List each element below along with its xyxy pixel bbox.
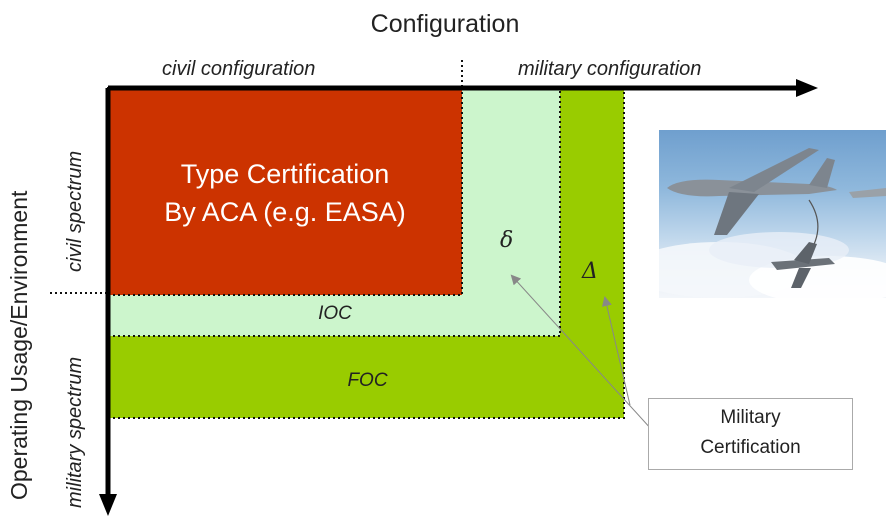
foc-label: FOC xyxy=(347,370,388,391)
military-spectrum-label: military spectrum xyxy=(64,356,86,508)
type-certification-region xyxy=(108,88,462,295)
type-certification-border xyxy=(108,88,463,296)
type-certification-line2: By ACA (e.g. EASA) xyxy=(164,197,406,227)
foc-border xyxy=(107,87,625,419)
type-certification-text: Type Certification By ACA (e.g. EASA) xyxy=(110,155,460,231)
delta-big-label: Δ xyxy=(582,259,598,284)
civil-spectrum-label: civil spectrum xyxy=(64,150,86,272)
ioc-border xyxy=(108,88,561,337)
military-configuration-label: military configuration xyxy=(518,58,702,80)
pointer-arrow-delta-big xyxy=(601,296,631,406)
operating-usage-title: Operating Usage/Environment xyxy=(6,190,32,500)
delta-small-label: δ xyxy=(500,228,514,253)
military-certification-line2: Certification xyxy=(700,437,801,458)
civil-configuration-label: civil configuration xyxy=(162,58,316,80)
ioc-label: IOC xyxy=(318,303,352,324)
type-certification-line1: Type Certification xyxy=(180,159,390,189)
military-certification-box: Military Certification xyxy=(648,398,853,470)
x-axis-arrowhead xyxy=(796,79,818,97)
pointer-arrow-delta-small xyxy=(510,274,653,431)
configuration-title: Configuration xyxy=(370,10,520,38)
aircraft-refueling-photo xyxy=(659,130,886,298)
aircraft-illustration xyxy=(659,148,886,298)
military-certification-line1: Military xyxy=(720,407,781,428)
y-axis-arrowhead xyxy=(99,494,117,516)
